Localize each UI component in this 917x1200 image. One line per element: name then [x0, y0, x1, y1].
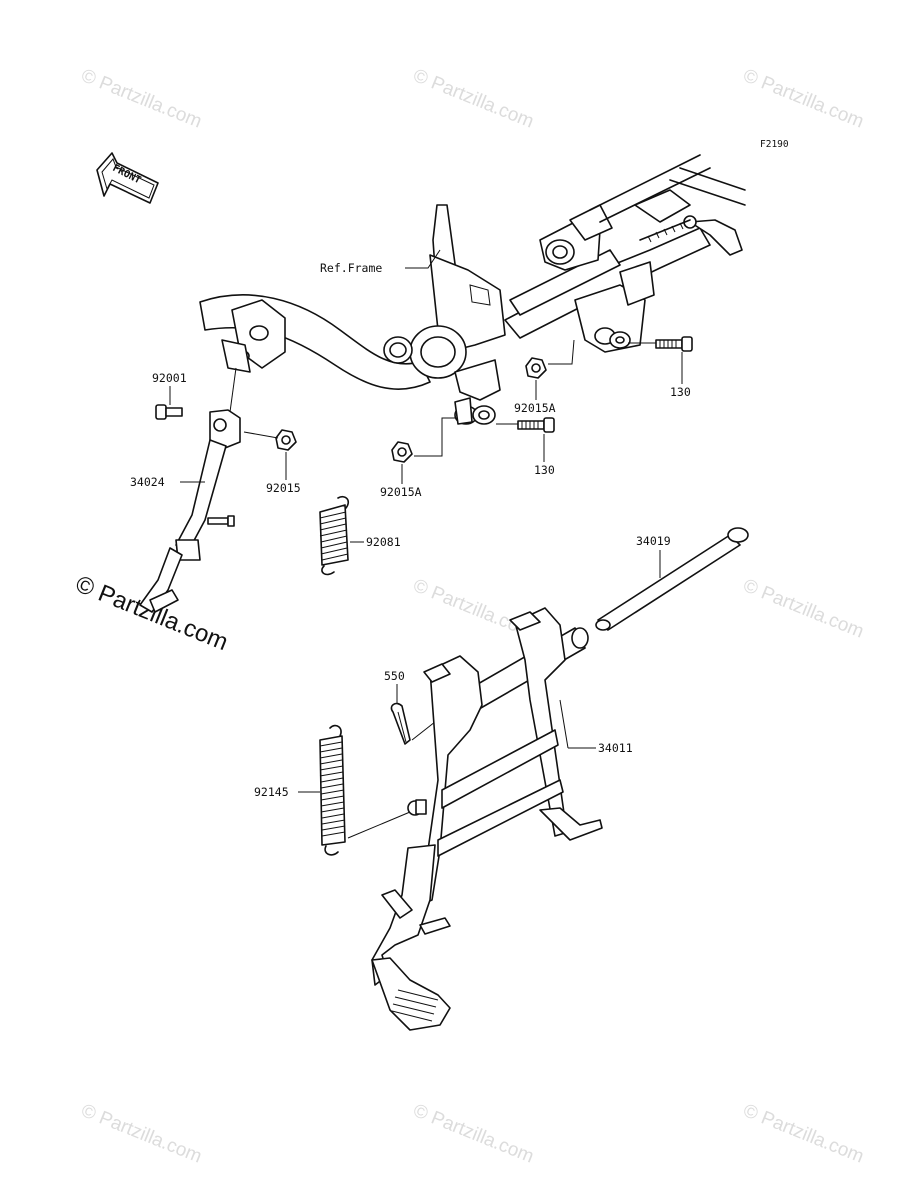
bolt-130-lower	[517, 417, 555, 433]
bolt-92001	[155, 404, 183, 420]
callout-34024: 34024	[130, 475, 165, 489]
callout-34011: 34011	[598, 741, 633, 755]
center-stand-34011	[371, 607, 603, 1031]
callout-92001: 92001	[152, 371, 187, 385]
watermark-text: © Partzilla.com	[78, 1100, 205, 1167]
frame-drawing	[199, 154, 746, 425]
cotter-pin-550	[390, 702, 411, 745]
watermark-text: © Partzilla.com	[740, 575, 867, 642]
nut-92015a-upper	[525, 357, 547, 379]
side-stand-34024	[139, 409, 241, 613]
watermark-text: © Partzilla.com	[410, 65, 537, 132]
bolt-130-upper	[655, 336, 693, 352]
callout-130-upper: 130	[670, 385, 691, 399]
nut-92015a-lower	[391, 441, 413, 463]
nut-92015	[275, 429, 297, 451]
front-arrow-icon: FRONT	[96, 152, 159, 204]
callout-92015a-lower: 92015A	[380, 485, 422, 499]
frame-label: Ref.Frame	[320, 261, 382, 275]
shaft-34019	[595, 527, 749, 631]
callout-92081: 92081	[366, 535, 401, 549]
watermark-text: © Partzilla.com	[740, 65, 867, 132]
watermark-text: © Partzilla.com	[410, 1100, 537, 1167]
watermark-text: © Partzilla.com	[740, 1100, 867, 1167]
spring-92145	[319, 724, 346, 856]
callout-92145: 92145	[254, 785, 289, 799]
callout-130-lower: 130	[534, 463, 555, 477]
watermark-prominent: © Partzilla.com	[72, 571, 232, 657]
callout-92015a-upper: 92015A	[514, 401, 556, 415]
spring-92081	[319, 495, 350, 576]
watermark-text: © Partzilla.com	[78, 65, 205, 132]
callout-92015: 92015	[266, 481, 301, 495]
callout-34019: 34019	[636, 534, 671, 548]
callout-550: 550	[384, 669, 405, 683]
diagram-code: F2190	[760, 139, 789, 150]
